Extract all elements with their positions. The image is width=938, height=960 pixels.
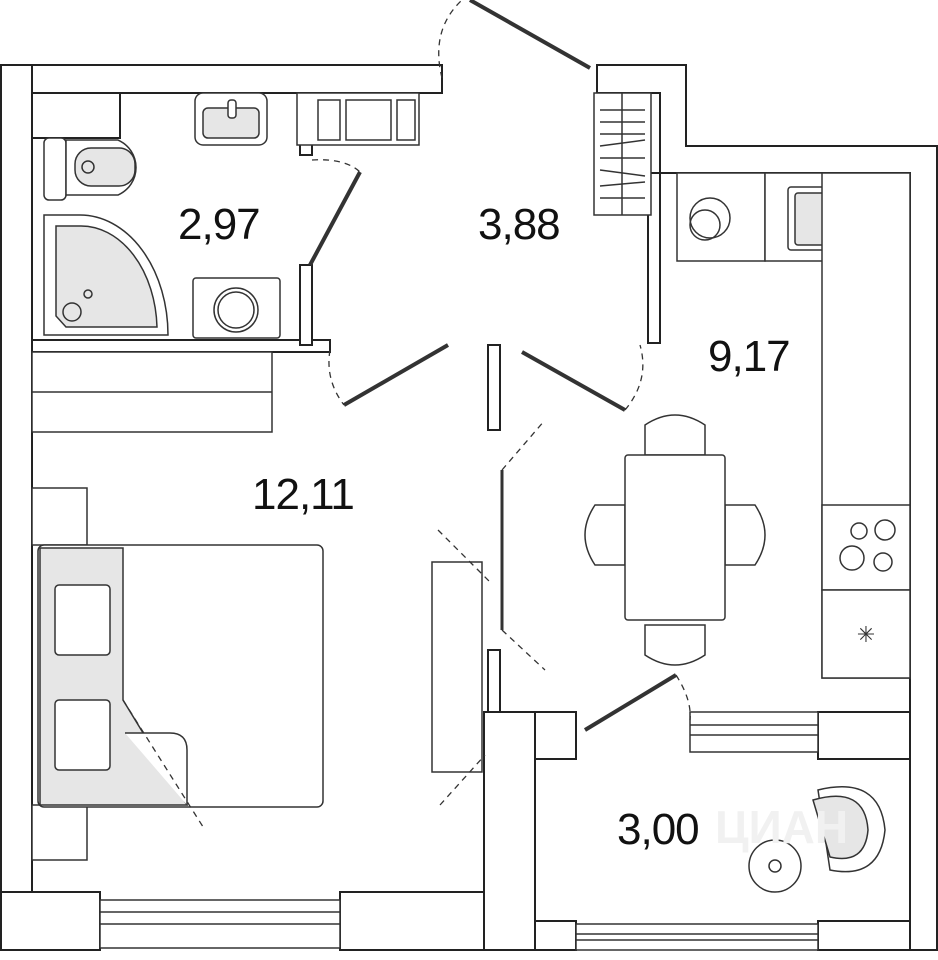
dining-table [584, 414, 766, 666]
bathroom-fixtures [43, 92, 420, 339]
bedroom-furniture [31, 487, 491, 861]
area-label-kitchen: 9,17 [708, 332, 791, 381]
walls [0, 64, 938, 951]
svg-text:✳: ✳ [857, 622, 875, 647]
area-label-bathroom: 2,97 [178, 200, 261, 249]
watermark: ЦИАН [715, 801, 849, 853]
area-label-hallway: 3,88 [478, 200, 561, 249]
wardrobe [31, 92, 652, 433]
area-label-balcony: 3,00 [617, 805, 700, 854]
kitchen-fixtures: ✳ [676, 172, 911, 679]
windows [99, 711, 819, 951]
balcony-furniture [748, 786, 886, 893]
area-label-bedroom: 12,11 [252, 470, 355, 519]
doors [308, 0, 691, 732]
